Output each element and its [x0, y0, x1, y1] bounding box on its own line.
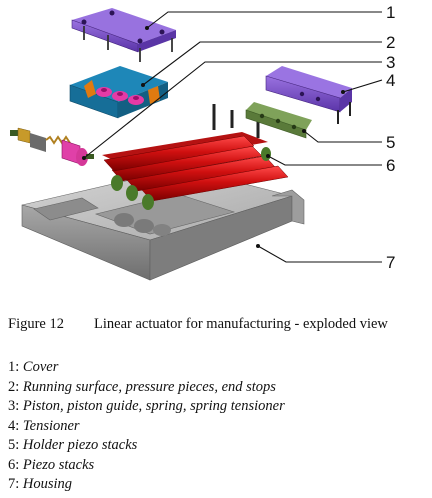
legend-description: Holder piezo stacks	[22, 437, 138, 453]
callout-4: 4	[386, 71, 395, 90]
legend-description: Piston, piston guide, spring, spring ten…	[22, 398, 285, 414]
callout-1: 1	[386, 3, 395, 22]
caption-text: Linear actuator for manufacturing - expl…	[94, 316, 388, 332]
legend-number: 7:	[8, 476, 20, 492]
legend-description: Housing	[22, 476, 73, 492]
housing-part	[21, 167, 305, 281]
callout-5: 5	[386, 133, 395, 152]
figure-label: Figure 12	[8, 316, 64, 332]
legend-number: 1:	[8, 359, 20, 375]
holder-piezo-stacks-part	[245, 102, 312, 139]
legend-number: 2:	[8, 378, 20, 395]
tensioner-part	[265, 66, 352, 124]
legend-number: 4:	[8, 417, 20, 434]
legend-item: 2: Running surface, pressure pieces, end…	[8, 378, 285, 398]
legend-item: 4: Tensioner	[8, 417, 285, 437]
piezo-stacks-part	[102, 104, 289, 210]
legend-number: 6:	[8, 456, 20, 473]
legend-description: Running surface, pressure pieces, end st…	[22, 378, 276, 395]
legend-description: Cover	[22, 359, 59, 375]
callout-6: 6	[386, 156, 395, 175]
legend-description: Tensioner	[22, 417, 80, 434]
running-surface-part	[69, 66, 168, 119]
legend-description: Piezo stacks	[22, 456, 95, 473]
parts-legend: 1: Cover 2: Running surface, pressure pi…	[8, 358, 285, 495]
legend-item: 6: Piezo stacks	[8, 456, 285, 476]
piston-assembly-part	[10, 127, 94, 166]
legend-item: 7: Housing	[8, 475, 285, 495]
callout-3: 3	[386, 53, 395, 72]
exploded-view-figure: 1 2 3 4 5 6 7	[10, 3, 395, 281]
cover-part	[71, 8, 176, 62]
legend-item: 3: Piston, piston guide, spring, spring …	[8, 397, 285, 417]
callout-7: 7	[386, 253, 395, 272]
legend-item: 1: Cover	[8, 358, 285, 378]
legend-number: 5:	[8, 437, 20, 453]
callout-2: 2	[386, 33, 395, 52]
leader-lines	[83, 11, 383, 263]
legend-item: 5: Holder piezo stacks	[8, 436, 285, 456]
leader-dots	[82, 26, 345, 248]
legend-number: 3:	[8, 398, 20, 414]
